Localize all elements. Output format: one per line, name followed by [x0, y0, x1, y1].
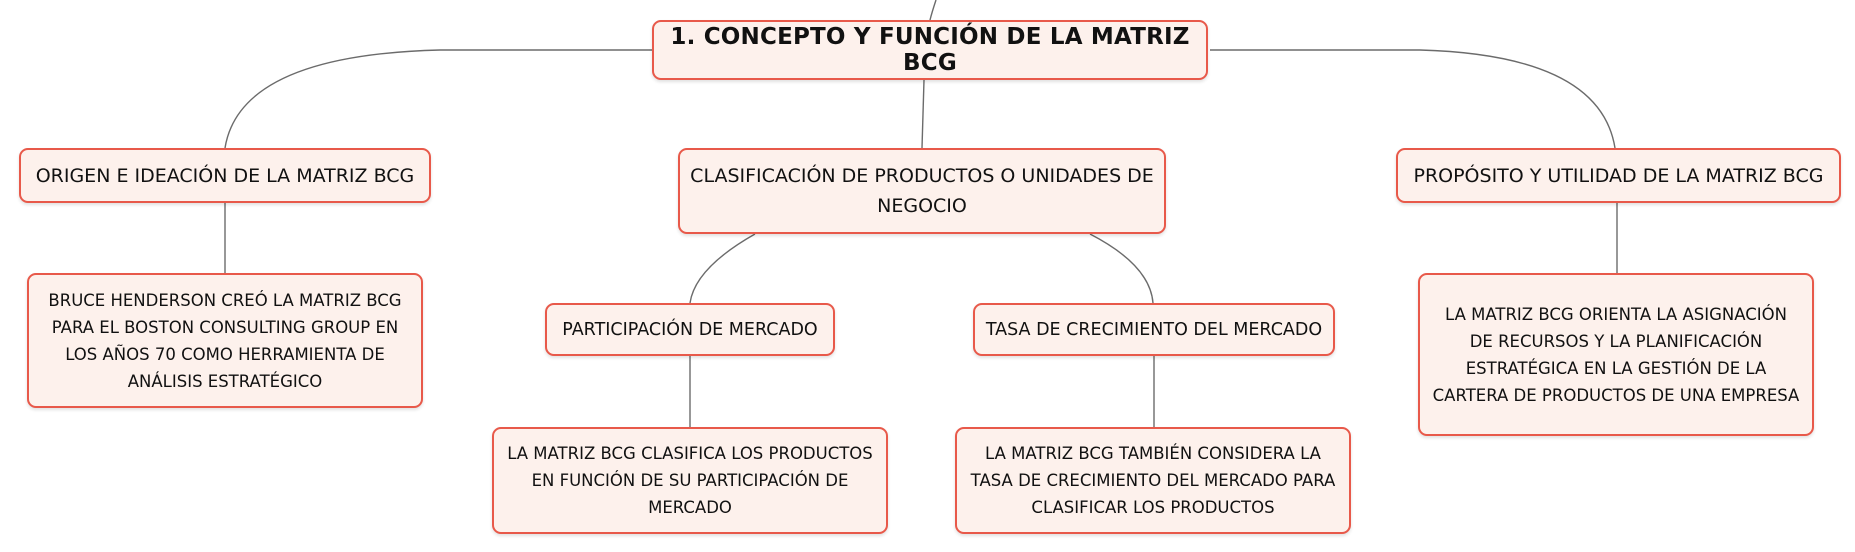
purpose-detail-node[interactable]: LA MATRIZ BCG ORIENTA LA ASIGNACIÓN DE R…: [1418, 273, 1814, 436]
connector-parent-to-root: [929, 0, 937, 21]
market-share-topic-node[interactable]: PARTICIPACIÓN DE MERCADO: [545, 303, 835, 356]
growth-rate-detail-node[interactable]: LA MATRIZ BCG TAMBIÉN CONSIDERA LA TASA …: [955, 427, 1351, 534]
connector-root-to-classification: [921, 79, 925, 149]
root-topic-node[interactable]: 1. CONCEPTO Y FUNCIÓN DE LA MATRIZ BCG: [652, 20, 1208, 80]
connector-classification-to-growth-rate: [1089, 233, 1154, 304]
origin-topic-label: ORIGEN E IDEACIÓN DE LA MATRIZ BCG: [35, 164, 415, 187]
connector-classification-to-market-share: [689, 233, 756, 304]
market-share-topic-label: PARTICIPACIÓN DE MERCADO: [562, 319, 818, 340]
classification-topic-node[interactable]: CLASIFICACIÓN DE PRODUCTOS O UNIDADES DE…: [678, 148, 1166, 234]
market-share-detail-text: LA MATRIZ BCG CLASIFICA LOS PRODUCTOS EN…: [507, 444, 873, 517]
growth-rate-topic-node[interactable]: TASA DE CRECIMIENTO DEL MERCADO: [973, 303, 1335, 356]
growth-rate-detail-text: LA MATRIZ BCG TAMBIÉN CONSIDERA LA TASA …: [970, 444, 1336, 517]
connector-root-to-origin: [224, 49, 652, 149]
origin-detail-node[interactable]: BRUCE HENDERSON CREÓ LA MATRIZ BCG PARA …: [27, 273, 423, 408]
connector-root-to-purpose: [1210, 49, 1616, 149]
purpose-topic-label: PROPÓSITO Y UTILIDAD DE LA MATRIZ BCG: [1413, 164, 1824, 187]
classification-topic-label: CLASIFICACIÓN DE PRODUCTOS O UNIDADES DE…: [690, 165, 1154, 217]
growth-rate-topic-label: TASA DE CRECIMIENTO DEL MERCADO: [985, 319, 1323, 340]
purpose-detail-text: LA MATRIZ BCG ORIENTA LA ASIGNACIÓN DE R…: [1432, 304, 1800, 405]
origin-topic-node[interactable]: ORIGEN E IDEACIÓN DE LA MATRIZ BCG: [19, 148, 431, 203]
market-share-detail-node[interactable]: LA MATRIZ BCG CLASIFICA LOS PRODUCTOS EN…: [492, 427, 888, 534]
purpose-topic-node[interactable]: PROPÓSITO Y UTILIDAD DE LA MATRIZ BCG: [1396, 148, 1841, 203]
root-topic-label: 1. CONCEPTO Y FUNCIÓN DE LA MATRIZ BCG: [670, 24, 1190, 76]
origin-detail-text: BRUCE HENDERSON CREÓ LA MATRIZ BCG PARA …: [48, 290, 402, 391]
